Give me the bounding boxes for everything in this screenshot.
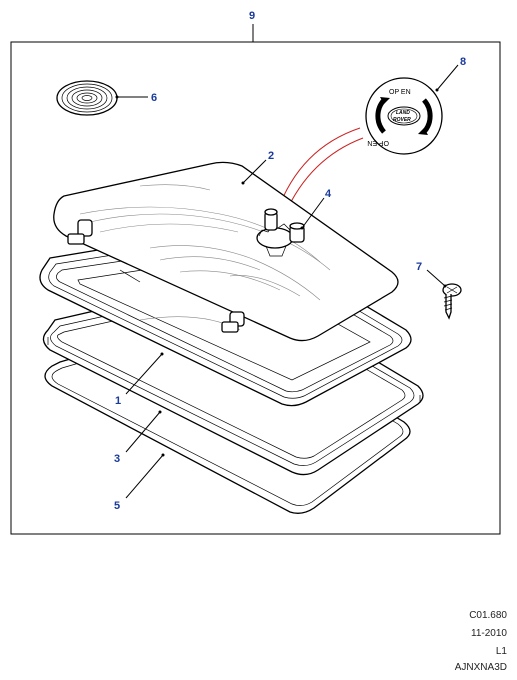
coil-seal-part-6 [56,80,118,116]
footer-ref: C01.680 [469,610,507,621]
diagram-frame [10,41,501,535]
knob-part-4 [256,208,305,257]
leader-8 [436,64,459,91]
callout-2[interactable]: 2 [268,150,274,162]
glass-panel-part-2 [53,161,399,342]
leader-1 [125,353,163,395]
badge-part-8: LAND ROVER OP EN OP EN [365,77,443,155]
badge-red-leader-2 [284,137,364,215]
screw-part-7 [442,283,462,320]
footer-date: 11-2010 [471,628,507,639]
callout-5[interactable]: 5 [114,500,120,512]
badge-logo-line2: ROVER [393,117,411,123]
leader-dot-2 [241,181,245,185]
callout-8[interactable]: 8 [460,56,466,68]
leader-dot-1 [160,352,164,356]
leader-4 [301,197,325,229]
badge-logo-line1: LAND [396,110,410,116]
footer-code: AJNXNA3D [454,662,507,673]
callout-6[interactable]: 6 [151,92,157,104]
callout-9[interactable]: 9 [249,10,255,22]
callout-1[interactable]: 1 [115,395,121,407]
callout-7[interactable]: 7 [416,261,422,273]
leader-dot-7 [443,284,447,288]
callout-4[interactable]: 4 [325,188,332,200]
leader-dot-8 [435,88,439,92]
leader-5 [125,454,164,499]
badge-open-top: OP EN [389,89,411,96]
leader-dot-4 [300,226,304,230]
leader-2 [242,159,267,184]
badge-open-bottom: OP EN [367,139,389,146]
callout-3[interactable]: 3 [114,453,120,465]
leader-dot-6 [115,95,119,99]
leader-3 [125,411,161,453]
footer-level: L1 [495,646,507,657]
leader-dot-5 [161,453,165,457]
leader-dot-3 [158,410,162,414]
leader-7 [426,269,446,287]
